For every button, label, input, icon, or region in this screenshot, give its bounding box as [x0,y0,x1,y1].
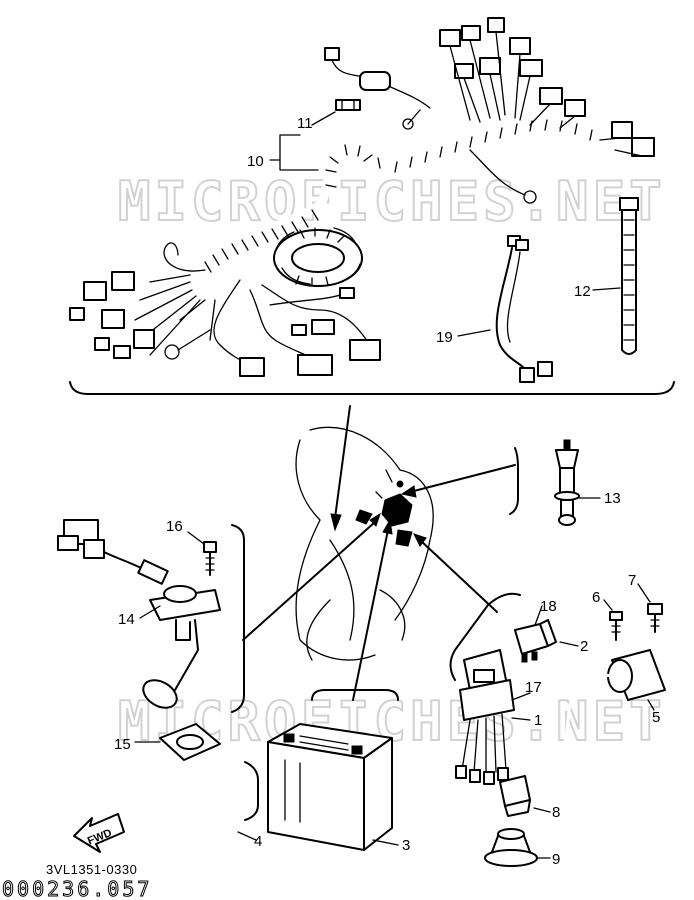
wire-harness [69,17,655,383]
callout-7: 7 [628,572,636,589]
callout-16: 16 [166,518,183,535]
watermark-top: MICROFICHES.NET [118,170,666,233]
callout-10: 10 [247,153,264,170]
frame-location-sketch [295,426,434,661]
wire-harness-group [69,17,675,395]
footer-code: 000236.057 [2,877,152,900]
lower-connector-cluster [213,279,381,377]
leader-12 [592,287,621,291]
location-arrows [242,405,516,701]
callout-8: 8 [552,804,560,821]
callout-15: 15 [114,736,131,753]
leader-19 [457,329,491,337]
callout-19: 19 [436,329,453,346]
fuel-sender-group [57,519,245,761]
callout-12: 12 [574,283,591,300]
upper-connector-cluster [324,17,655,204]
callout-14: 14 [118,611,135,628]
callout-2: 2 [580,638,588,655]
diagram-code: 3VL1351-0330 [46,862,137,877]
callout-9: 9 [552,851,560,868]
callout-5: 5 [652,709,660,726]
neutral-switch-group [509,439,601,526]
callout-labels: 10 11 12 19 13 16 14 15 18 2 6 7 17 1 5 … [114,115,660,868]
left-connector-cluster [69,242,216,360]
callout-6: 6 [592,589,600,606]
leader-10 [269,134,319,171]
forward-direction-arrow: FWD [73,813,125,853]
callout-11: 11 [297,115,313,132]
callout-1: 1 [534,712,542,729]
callout-4: 4 [254,833,262,850]
lead-wire [495,235,553,383]
leader-11 [311,111,336,126]
cable-tie [621,204,637,355]
callout-17: 17 [525,679,542,696]
fuse [335,99,361,111]
callout-13: 13 [604,490,621,507]
battery-group [210,689,399,851]
callout-18: 18 [540,598,557,615]
group-bracket-top [69,381,675,395]
ignition-group [449,583,666,867]
callout-3: 3 [402,837,410,854]
